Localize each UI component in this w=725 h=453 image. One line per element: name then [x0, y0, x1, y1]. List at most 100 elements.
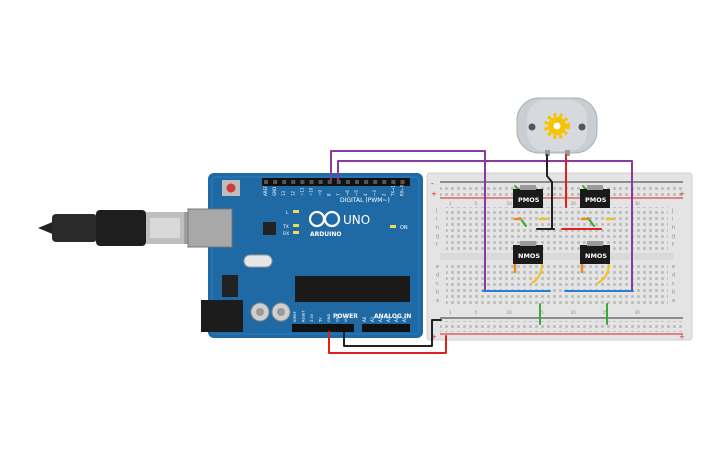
- analog-pin-label: A5: [402, 316, 407, 322]
- row-letter: e: [436, 264, 439, 270]
- power-pin-label: GND: [327, 314, 331, 322]
- row-letter: c: [672, 281, 675, 287]
- header-pin[interactable]: [364, 180, 369, 184]
- voltage-regulator: [222, 275, 238, 297]
- header-pin[interactable]: [391, 180, 396, 184]
- analog-pin-label: A0: [362, 316, 367, 322]
- header-pin[interactable]: [382, 180, 387, 184]
- digital-pin-label: AREF: [263, 185, 268, 196]
- row-letter: j: [435, 208, 437, 214]
- header-pin[interactable]: [336, 180, 341, 184]
- column-number: 5: [475, 201, 478, 206]
- column-number: 1: [449, 310, 452, 315]
- transistor-nmos-right[interactable]: NMOS: [580, 241, 610, 264]
- header-pin[interactable]: [273, 180, 278, 184]
- digital-pin-label: GND: [272, 187, 277, 196]
- wire-5v-red: [328, 331, 447, 354]
- transistor-pmos-left[interactable]: PMOS: [513, 185, 543, 208]
- brand-label: ARDUINO: [310, 231, 341, 238]
- header-pin[interactable]: [355, 180, 359, 184]
- transistor-label: NMOS: [518, 252, 540, 260]
- digital-header: [262, 178, 410, 186]
- power-pin-label: IOREF: [293, 311, 297, 322]
- header-pin[interactable]: [400, 180, 405, 184]
- wires[interactable]: [328, 150, 634, 354]
- atmega-chip: [295, 276, 410, 302]
- row-letter: g: [672, 234, 675, 240]
- header-pin[interactable]: [318, 180, 323, 184]
- digital-pin-label: TX→1: [390, 184, 395, 197]
- header-pin[interactable]: [291, 180, 296, 184]
- column-number: 30: [635, 310, 641, 315]
- row-letter: a: [672, 298, 675, 304]
- digital-pin-label: 2: [381, 193, 386, 196]
- wire-purple-pin9: [330, 150, 486, 292]
- digital-label: DIGITAL (PWM~): [340, 197, 390, 204]
- rail-plus-bottom-right: +: [679, 333, 685, 341]
- dc-motor[interactable]: [516, 97, 598, 156]
- digital-pin-label: RX←0: [400, 184, 405, 196]
- header-pin[interactable]: [327, 180, 332, 184]
- row-letter: c: [436, 281, 439, 287]
- column-number: 1: [449, 201, 452, 206]
- header-pin[interactable]: [300, 180, 305, 184]
- column-number: 20: [571, 201, 577, 206]
- transistor-label: PMOS: [518, 196, 540, 204]
- rx-led-label: RX: [283, 231, 289, 237]
- row-letter: g: [436, 234, 439, 240]
- row-letter: b: [436, 290, 439, 296]
- arduino-logo: ARDUINO UNO: [308, 210, 370, 238]
- analog-label: ANALOG IN: [374, 313, 411, 320]
- transistor-pmos-right[interactable]: PMOS: [580, 185, 610, 208]
- arduino-uno-board[interactable]: DIGITAL (PWM~) POWER ANALOG IN ON L TX R…: [187, 173, 423, 338]
- digital-pin-label: 8: [327, 193, 332, 196]
- rail-plus-top-right: +: [679, 190, 685, 198]
- header-pin[interactable]: [373, 180, 378, 184]
- transistor-nmos-left[interactable]: NMOS: [513, 241, 543, 264]
- column-number: 30: [635, 201, 641, 206]
- digital-pin-label: 7: [336, 193, 341, 196]
- digital-pin-label: ~5: [354, 190, 359, 196]
- row-letter: i: [436, 217, 437, 223]
- header-pin[interactable]: [282, 180, 287, 184]
- column-number: 10: [507, 201, 513, 206]
- rail-minus-top: -: [431, 180, 434, 188]
- row-letter: b: [672, 290, 675, 296]
- transistor-label: PMOS: [585, 196, 607, 204]
- rail-plus-bottom: +: [431, 333, 437, 341]
- digital-pin-label: ~11: [299, 187, 304, 196]
- digital-pin-label: 4: [363, 193, 368, 196]
- power-jack: [201, 300, 243, 332]
- usb-port: [187, 208, 233, 248]
- digital-pin-label: ~10: [309, 187, 314, 196]
- power-header: [292, 324, 354, 332]
- row-letter: f: [672, 242, 674, 248]
- analog-header: [362, 324, 410, 332]
- power-pin-label: 5V: [319, 317, 323, 322]
- digital-pin-label: ~9: [318, 190, 323, 196]
- row-letter: d: [436, 273, 439, 279]
- model-label: UNO: [343, 213, 370, 227]
- digital-pin-label: 13: [281, 190, 286, 196]
- wire-motor-black: [546, 154, 553, 230]
- header-pin[interactable]: [264, 180, 268, 184]
- transistor-label: NMOS: [585, 252, 607, 260]
- column-number: 5: [475, 310, 478, 315]
- header-pin[interactable]: [345, 180, 350, 184]
- row-letter: i: [672, 217, 673, 223]
- column-number: 20: [571, 310, 577, 315]
- analog-pin-label: A2: [378, 316, 383, 322]
- analog-pin-label: A3: [386, 316, 391, 322]
- row-letter: e: [672, 264, 675, 270]
- row-letter: a: [436, 298, 439, 304]
- l-led-label: L: [286, 210, 289, 216]
- header-pin[interactable]: [309, 180, 314, 184]
- tx-led-label: TX: [282, 224, 289, 230]
- rail-plus-top: +: [431, 190, 437, 198]
- analog-pin-label: A1: [370, 316, 375, 322]
